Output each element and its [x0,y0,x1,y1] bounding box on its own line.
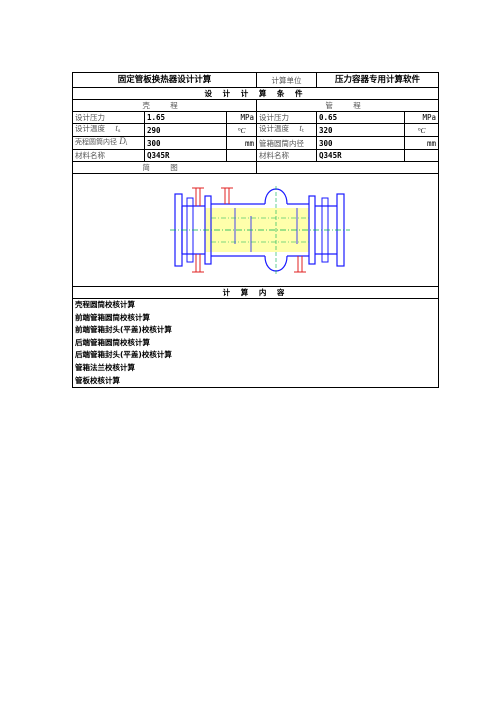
tube-material-blank [404,149,440,162]
tube-side-title: 管 程 [256,99,440,112]
shell-temp-unit: °C [225,123,258,137]
temperature-row: 设计温度 ts 290 °C 设计温度 tt 320 °C [72,123,440,137]
sheet-title: 固定管板换热器设计计算 [71,72,258,88]
shell-side-title: 壳 程 [71,99,258,112]
tube-diameter-unit: mm [404,136,440,150]
content-item: 管板校核计算 [75,375,120,385]
tube-temp-value: 320 [316,123,406,137]
sketch-title-blank [256,161,440,174]
content-title: 计 算 内 容 [71,286,440,299]
content-row: 壳程圆筒校核计算 前端管箱圆筒校核计算 前端管箱封头(平盖)校核计算 后端管箱圆… [71,297,440,389]
tube-temp-unit: °C [404,123,440,137]
content-item: 管箱法兰校核计算 [75,362,135,372]
shell-pressure-unit: MPa [225,111,258,124]
diameter-row: 壳程圆筒内径 Di 300 mm 管箱圆筒内径 300 mm [72,136,440,150]
shell-material-value: Q345R [144,149,227,162]
unit-label: 计算单位 [256,72,318,88]
shell-temp-label: 设计温度 ts [72,123,145,137]
shell-diameter-symbol: D [119,136,126,146]
content-list: 壳程圆筒校核计算 前端管箱圆筒校核计算 前端管箱封头(平盖)校核计算 后端管箱圆… [71,297,440,389]
conditions-title-row: 设 计 计 算 条 件 [71,87,440,100]
shell-diameter-value: 300 [144,136,227,150]
shell-pressure-value: 1.65 [144,111,227,124]
tube-pressure-label: 设计压力 [256,111,318,124]
content-item: 后端管箱封头(平盖)校核计算 [75,350,172,360]
front-channel-nozzles [192,187,204,273]
calculation-sheet: 固定管板换热器设计计算 计算单位 压力容器专用计算软件 设 计 计 算 条 件 … [71,72,440,389]
shell-pressure-label: 设计压力 [72,111,145,124]
pressure-row: 设计压力 1.65 MPa 设计压力 0.65 MPa [72,111,440,124]
tube-temp-symbol: t [299,123,302,133]
content-title-row: 计 算 内 容 [71,286,440,299]
side-title-row: 壳 程 管 程 [71,99,440,112]
content-item: 后端管箱圆筒校核计算 [75,337,150,347]
shell-diameter-label: 壳程圆筒内径 Di [72,136,145,150]
tube-centerlines [211,217,309,243]
shell-diameter-unit: mm [225,136,258,150]
content-item: 前端管箱封头(平盖)校核计算 [75,325,172,335]
shell-material-blank [225,149,258,162]
tube-diameter-label: 管箱圆筒内径 [256,136,318,150]
shell-wall [211,203,309,257]
tube-material-label: 材料名称 [256,149,318,162]
header-row: 固定管板换热器设计计算 计算单位 压力容器专用计算软件 [71,72,440,88]
heat-exchanger-sketch-cell [71,173,440,287]
tube-temp-label: 设计温度 tt [256,123,318,137]
sketch-row [71,173,440,287]
tube-pressure-unit: MPa [404,111,440,124]
tube-pressure-value: 0.65 [316,111,406,124]
rear-channel [315,205,337,255]
material-row: 材料名称 Q345R 材料名称 Q345R [72,149,440,162]
sketch-title: 简 图 [71,161,258,174]
software-name: 压力容器专用计算软件 [316,72,440,88]
tube-material-value: Q345R [316,149,406,162]
shell-temp-value: 290 [144,123,227,137]
content-item: 前端管箱圆筒校核计算 [75,312,150,322]
shell-outlet-nozzle [294,256,306,273]
baffles [234,208,298,252]
sketch-title-row: 简 图 [71,161,440,174]
content-item: 壳程圆筒校核计算 [75,300,135,309]
design-form: 固定管板换热器设计计算 计算单位 压力容器专用计算软件 设 计 计 算 条 件 … [71,72,440,389]
heat-exchanger-drawing [170,186,350,274]
tube-diameter-value: 300 [316,136,406,150]
shell-temp-symbol: t [115,123,118,133]
conditions-title: 设 计 计 算 条 件 [71,87,440,100]
shell-material-label: 材料名称 [72,149,145,162]
shell-inlet-nozzle [221,187,233,204]
